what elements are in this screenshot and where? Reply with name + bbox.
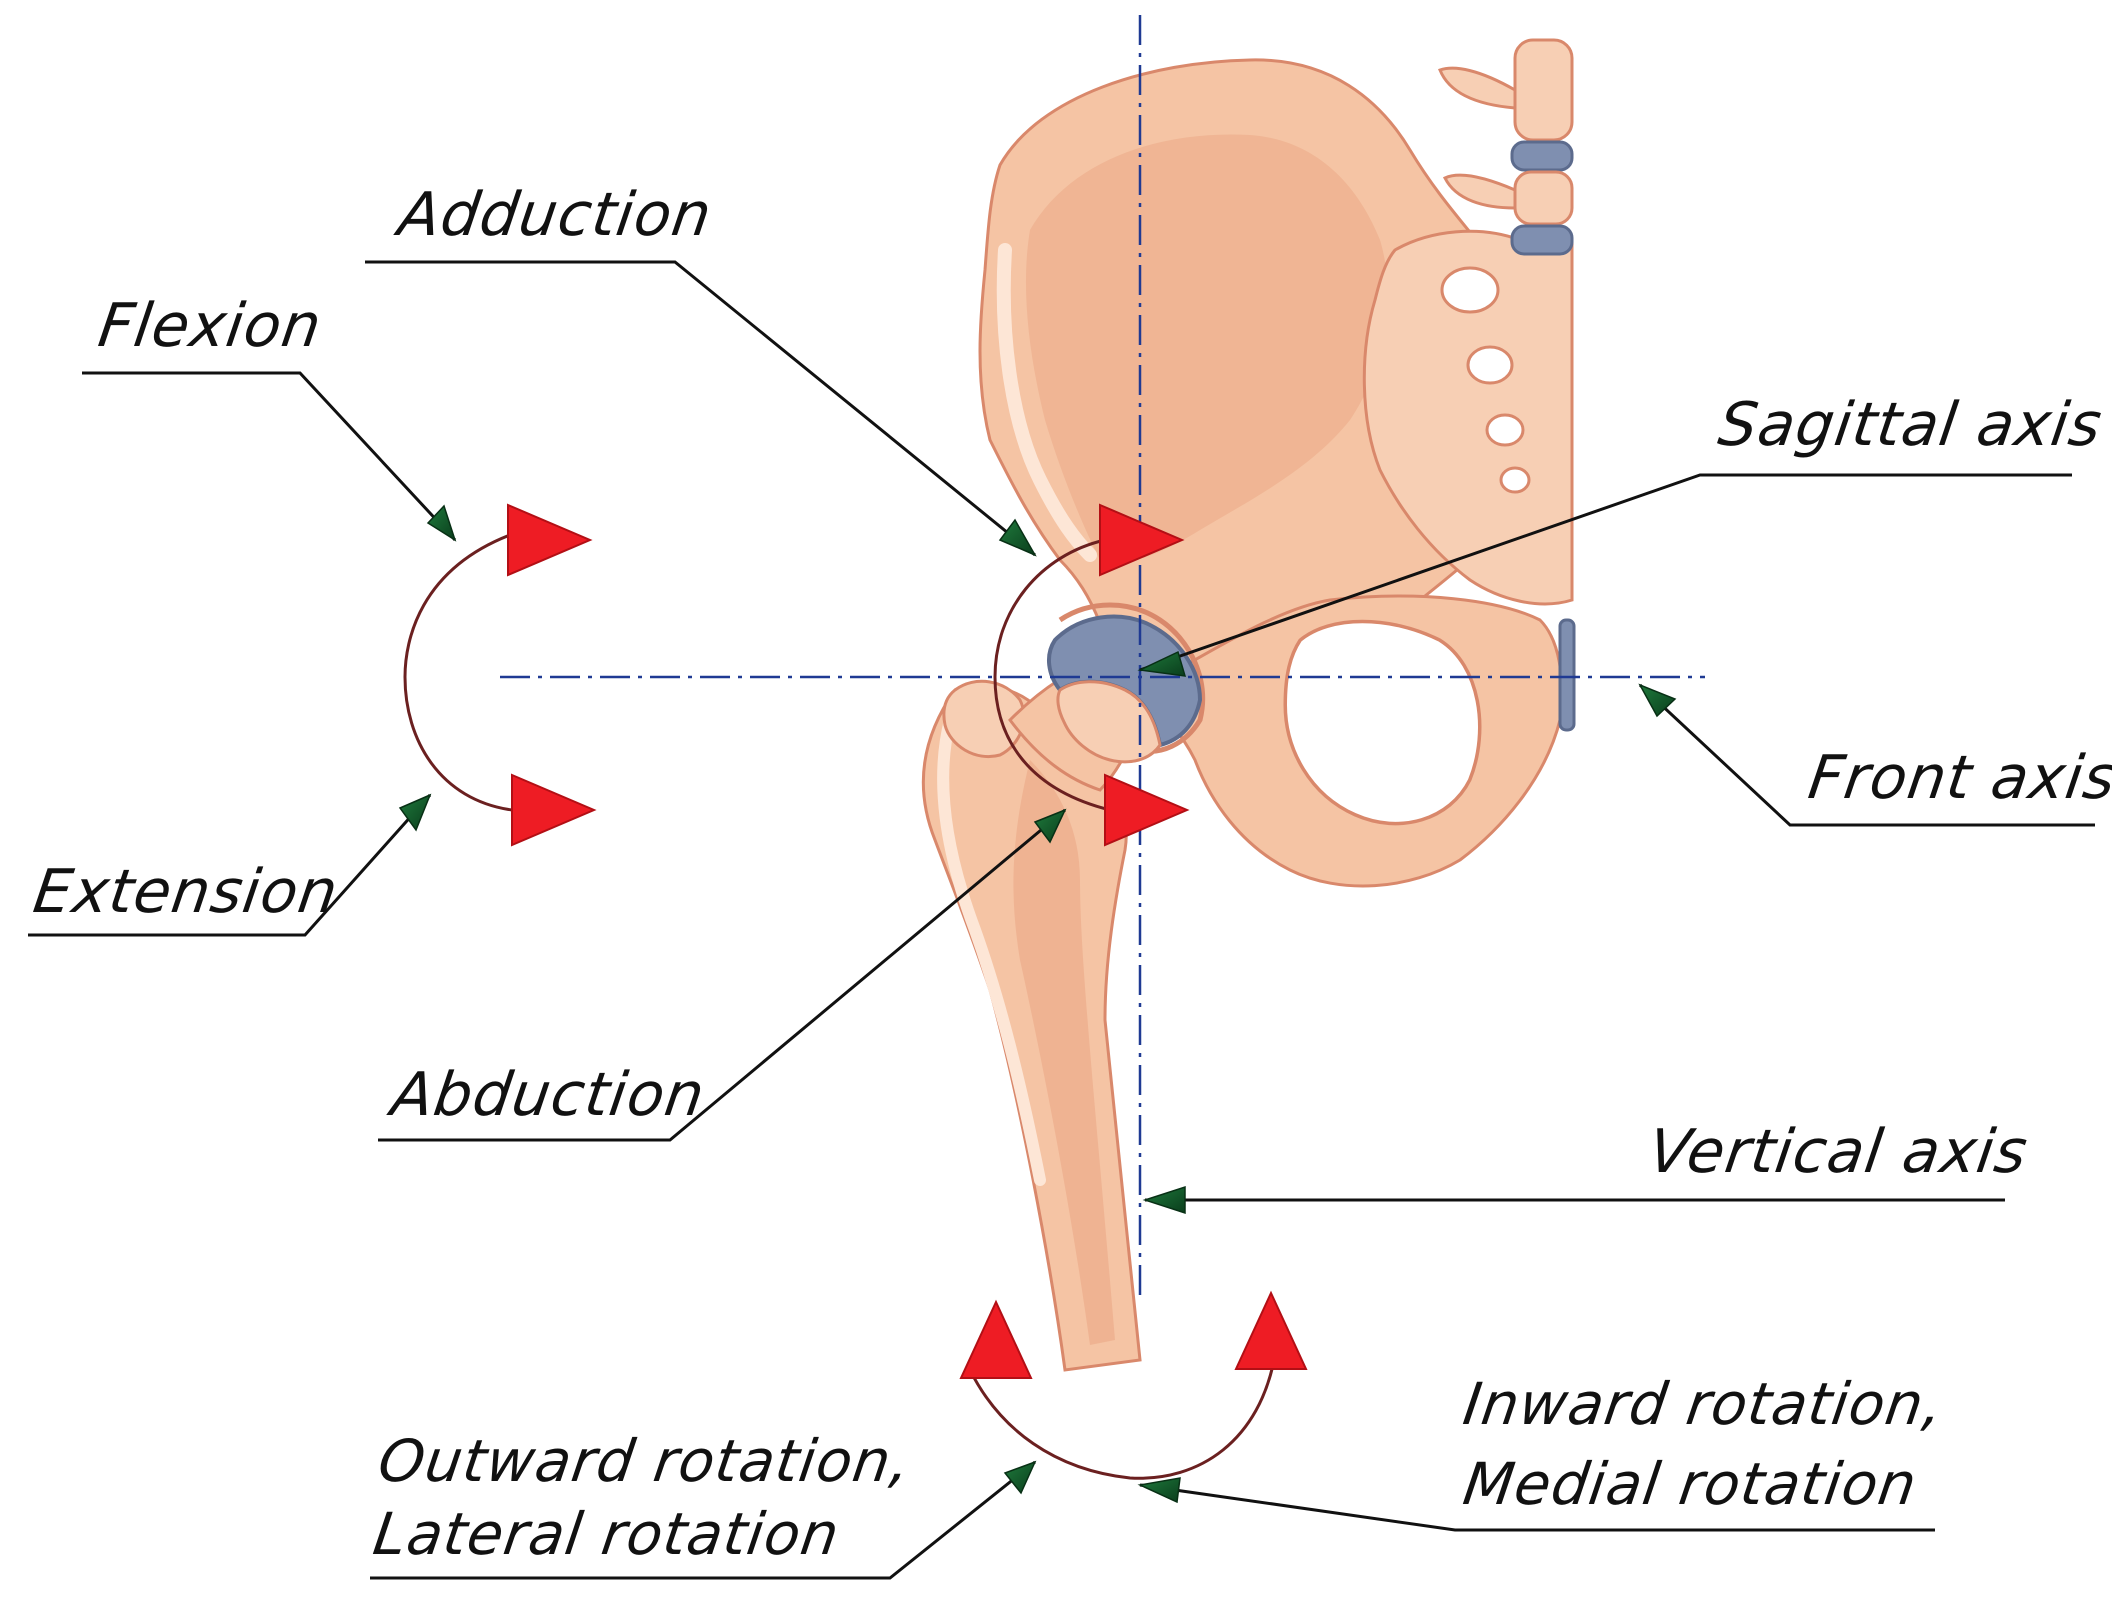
pubic-symphysis <box>1558 618 1576 732</box>
sacral-foramen <box>1485 413 1525 447</box>
flexion-leader <box>82 371 457 542</box>
iliac-shade <box>1025 134 1388 564</box>
sagittal-axis-leader <box>1139 473 2072 672</box>
outward-rotation-label-line2: Lateral rotation <box>369 1500 844 1568</box>
outward-rotation-label-line1: Outward rotation, <box>374 1427 916 1495</box>
femur-shaft-shade <box>1013 760 1115 1345</box>
motion-arrowheads <box>507 503 1308 1379</box>
axes <box>500 15 1705 1295</box>
sacral-foramen <box>1499 466 1531 494</box>
pelvis <box>978 38 1576 888</box>
inward-rotation-leader <box>1139 1483 1935 1532</box>
green-cone-arrowhead-icon <box>1142 1185 1186 1215</box>
leader-lines <box>28 260 2095 1580</box>
acetabulum <box>1058 602 1206 754</box>
rotation-arc <box>968 1354 1277 1480</box>
red-triangle-arrowhead-icon <box>511 773 597 847</box>
vertical-axis-label: Vertical axis <box>1644 1117 2033 1187</box>
green-cone-arrowhead-icon <box>1137 1477 1181 1504</box>
extension-label: Extension <box>29 857 343 927</box>
green-cone-arrowhead-icon <box>1033 808 1067 844</box>
motion-arcs <box>403 533 1277 1480</box>
sacrum <box>1362 229 1574 606</box>
red-triangle-arrowhead-icon <box>959 1299 1033 1379</box>
inward-rotation-label-line1: Inward rotation, <box>1459 1370 1948 1438</box>
abduction-label: Abduction <box>387 1060 710 1130</box>
greater-trochanter <box>942 679 1026 758</box>
femoral-head <box>1056 680 1162 764</box>
intervertebral-disc <box>1510 140 1574 172</box>
sacral-foramen <box>1440 266 1500 314</box>
inward-rotation-label-line2: Medial rotation <box>1459 1450 1922 1518</box>
red-triangle-arrowhead-icon <box>1099 503 1185 577</box>
green-cone-arrowhead-icon <box>998 518 1037 557</box>
femur <box>921 614 1203 1372</box>
red-triangle-arrowhead-icon <box>1104 773 1190 847</box>
red-triangle-arrowhead-icon <box>507 503 593 577</box>
sacral-foramen <box>1466 345 1514 385</box>
extension-leader <box>28 794 432 937</box>
green-cone-arrowhead-icon <box>398 793 432 832</box>
green-cone-arrowhead-icon <box>1638 683 1677 718</box>
flexion-label: Flexion <box>94 291 327 361</box>
green-cone-arrowhead-icon <box>426 504 457 542</box>
femur-highlight <box>937 714 1046 1186</box>
intervertebral-disc <box>1510 224 1574 256</box>
front-axis-label: Front axis <box>1804 743 2112 813</box>
pubis-ischium <box>1137 594 1564 888</box>
green-cone-arrowhead-icon <box>1003 1460 1037 1495</box>
lumbar-spine <box>1438 38 1574 256</box>
red-triangle-arrowhead-icon <box>1234 1290 1308 1370</box>
sagittal-axis-label: Sagittal axis <box>1714 390 2107 460</box>
green-cone-arrowhead-icon <box>1137 650 1187 677</box>
outward-rotation-leader <box>370 1460 1036 1580</box>
iliac-crest-highlight <box>996 243 1097 562</box>
front-axis-leader <box>1638 683 2095 827</box>
adduction-label: Adduction <box>394 180 717 250</box>
adduction-leader <box>365 260 1036 557</box>
leader-arrowheads <box>398 504 1677 1504</box>
abduction-leader <box>378 808 1066 1142</box>
adduction-abduction-arc <box>993 538 1111 812</box>
flexion-extension-arc <box>403 533 513 812</box>
